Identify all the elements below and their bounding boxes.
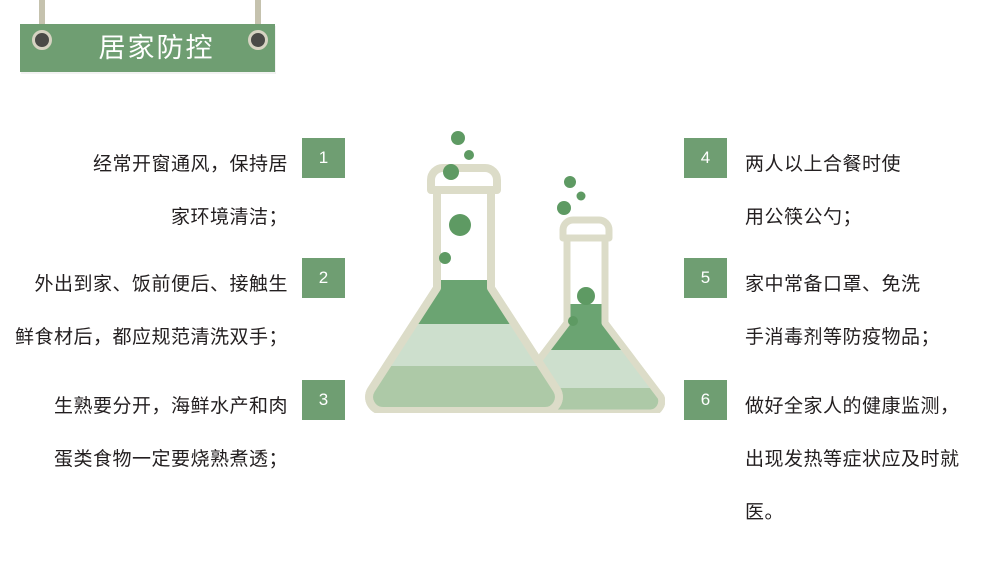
- text-line: 生熟要分开，海鲜水产和肉: [53, 396, 288, 417]
- list-item-number: 2: [302, 258, 345, 298]
- bubble: [577, 287, 595, 305]
- list-item: 6 做好全家人的健康监测， 出现发热等症状应及时就 医。: [684, 380, 960, 539]
- list-item-text: 经常开窗通风，保持居 家环境清洁；: [93, 138, 302, 244]
- text-line: 做好全家人的健康监测，: [745, 396, 960, 417]
- list-item: 5 家中常备口罩、免洗 手消毒剂等防疫物品；: [684, 258, 940, 364]
- list-item-number: 5: [684, 258, 727, 298]
- sign-rope-right: [255, 0, 261, 44]
- bubble: [576, 191, 586, 201]
- list-item-number: 3: [302, 380, 345, 420]
- sign-rope-left: [39, 0, 45, 44]
- sign-board: 居家防控: [20, 24, 275, 72]
- text-line: 鲜食材后，都应规范清洗双手；: [14, 327, 288, 348]
- bubble: [451, 131, 465, 145]
- bubbles-group: [443, 131, 586, 215]
- bubble: [568, 316, 578, 326]
- text-line: 经常开窗通风，保持居: [92, 154, 288, 175]
- header-sign: 居家防控: [0, 0, 300, 95]
- list-item-number: 6: [684, 380, 727, 420]
- text-line: 手消毒剂等防疫物品；: [745, 327, 941, 348]
- text-line: 用公筷公勺；: [745, 207, 863, 228]
- text-line: 家环境清洁；: [170, 207, 288, 228]
- text-line: 两人以上合餐时使: [745, 154, 902, 175]
- text-line: 蛋类食物一定要烧熟煮透；: [53, 449, 288, 470]
- list-item: 外出到家、饭前便后、接触生 鲜食材后，都应规范清洗双手； 2: [0, 258, 345, 364]
- list-item-text: 两人以上合餐时使 用公筷公勺；: [727, 138, 901, 244]
- list-item-number: 1: [302, 138, 345, 178]
- sign-pin-left-icon: [32, 30, 52, 50]
- bubble: [449, 214, 471, 236]
- bubble: [443, 164, 459, 180]
- text-line: 家中常备口罩、免洗: [745, 274, 921, 295]
- list-item: 4 两人以上合餐时使 用公筷公勺；: [684, 138, 901, 244]
- text-line: 医。: [745, 502, 785, 523]
- sign-pin-right-icon: [248, 30, 268, 50]
- list-item: 经常开窗通风，保持居 家环境清洁； 1: [0, 138, 345, 244]
- bubble: [464, 150, 474, 160]
- list-item-text: 外出到家、饭前便后、接触生 鲜食材后，都应规范清洗双手；: [15, 258, 302, 364]
- flask-left-icon: [365, 164, 563, 413]
- list-item: 生熟要分开，海鲜水产和肉 蛋类食物一定要烧熟煮透； 3: [0, 380, 345, 486]
- flask-illustration: [355, 118, 665, 413]
- list-item-text: 生熟要分开，海鲜水产和肉 蛋类食物一定要烧熟煮透；: [54, 380, 302, 486]
- page-title: 居家防控: [98, 33, 215, 63]
- list-item-text: 家中常备口罩、免洗 手消毒剂等防疫物品；: [727, 258, 940, 364]
- list-item-number: 4: [684, 138, 727, 178]
- bubble: [439, 252, 451, 264]
- bubble: [557, 201, 571, 215]
- bubble: [564, 176, 576, 188]
- list-item-text: 做好全家人的健康监测， 出现发热等症状应及时就 医。: [727, 380, 960, 539]
- text-line: 外出到家、饭前便后、接触生: [34, 274, 288, 295]
- text-line: 出现发热等症状应及时就: [745, 449, 960, 470]
